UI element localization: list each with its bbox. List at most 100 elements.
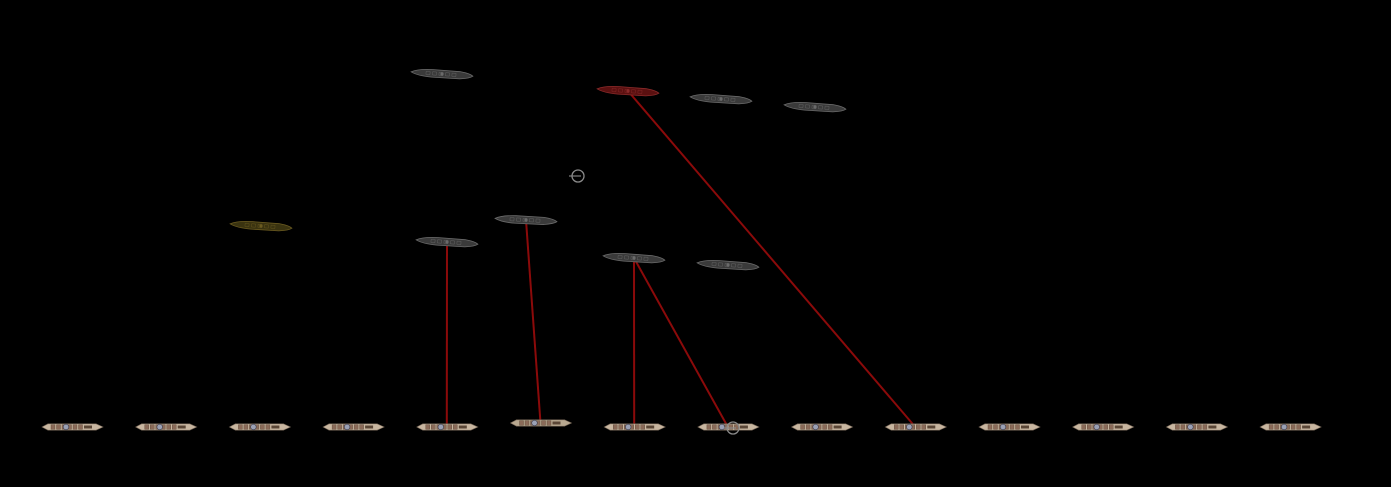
deck-segment — [631, 89, 636, 94]
deck-segment — [331, 424, 337, 430]
player-ship[interactable] — [978, 423, 1041, 431]
deck-segment — [1108, 424, 1114, 430]
enemy-ship[interactable] — [602, 252, 666, 264]
enemy-ship[interactable] — [696, 259, 760, 271]
deck-segment — [425, 424, 430, 430]
deck-segment — [509, 217, 515, 222]
ship-bow-detail — [84, 425, 92, 429]
deck-segment — [432, 71, 437, 76]
deck-segment — [1202, 424, 1208, 430]
turret-icon — [626, 89, 630, 93]
deck-segment — [737, 263, 743, 268]
enemy-ship[interactable] — [415, 236, 479, 248]
deck-segment — [805, 424, 811, 430]
player-ship[interactable] — [884, 423, 948, 431]
player-ship[interactable] — [228, 423, 292, 431]
deck-segment — [1175, 424, 1180, 430]
deck-segment — [916, 424, 921, 430]
deck-segment — [717, 96, 723, 101]
deck-segment — [353, 424, 359, 430]
deck-segment — [899, 424, 904, 430]
turret-icon — [156, 423, 163, 431]
deck-segment — [431, 424, 436, 430]
deck-segment — [541, 420, 546, 426]
deck-segment — [624, 255, 629, 260]
turret-icon — [344, 423, 351, 431]
player-ship[interactable] — [41, 423, 104, 431]
deck-segment — [618, 88, 623, 93]
player-ship[interactable] — [603, 423, 666, 431]
deck-segment — [244, 223, 250, 227]
deck-segment — [359, 424, 364, 430]
player-ship[interactable] — [416, 423, 479, 431]
deck-segment — [1268, 424, 1274, 430]
deck-segment — [1290, 424, 1296, 430]
deck-segment — [430, 239, 436, 243]
deck-segment — [611, 88, 617, 92]
turret-icon — [632, 256, 636, 260]
player-ship[interactable] — [509, 419, 573, 427]
deck-segment — [798, 104, 804, 108]
player-ship[interactable] — [1072, 423, 1135, 431]
crosshair-reticle-icon — [569, 169, 585, 183]
deck-segment — [618, 424, 623, 430]
deck-segment — [637, 256, 642, 261]
crosshair-reticle-icon — [724, 421, 740, 435]
deck-segment — [337, 424, 342, 430]
deck-segment — [437, 239, 442, 244]
player-ship[interactable] — [135, 423, 198, 431]
deck-segment — [456, 240, 462, 245]
deck-segment — [243, 424, 249, 430]
turret-icon — [719, 97, 723, 101]
deck-segment — [270, 224, 276, 229]
enemy-ship[interactable] — [596, 85, 660, 97]
deck-segment — [1274, 424, 1279, 430]
deck-segment — [144, 424, 149, 430]
deck-segment — [724, 262, 730, 267]
deck-segment — [731, 263, 736, 268]
player-ship[interactable] — [1259, 423, 1322, 431]
player-ship[interactable] — [1165, 423, 1229, 431]
deck-segment — [453, 424, 458, 430]
ship-bow-detail — [1021, 425, 1029, 429]
enemy-ship[interactable] — [229, 220, 293, 232]
deck-segment — [728, 424, 734, 430]
deck-segment — [425, 71, 431, 75]
turret-icon — [437, 423, 444, 431]
fire-lines-layer — [445, 90, 917, 428]
turret-icon — [999, 423, 1007, 431]
deck-segment — [640, 424, 645, 430]
ship-bow-detail — [833, 425, 842, 429]
deck-segment — [706, 424, 712, 430]
enemy-ship[interactable] — [783, 101, 847, 113]
deck-segment — [818, 105, 823, 110]
turret-icon — [1093, 423, 1100, 431]
player-ship[interactable] — [322, 423, 385, 431]
deck-segment — [624, 88, 630, 93]
ship-bow-detail — [1208, 425, 1217, 429]
deck-segment — [78, 424, 83, 430]
deck-segment — [921, 424, 926, 430]
ship-bow-detail — [646, 425, 655, 429]
deck-segment — [643, 256, 649, 261]
turret-icon — [445, 240, 449, 244]
enemy-ship[interactable] — [494, 215, 558, 226]
player-ship[interactable] — [790, 423, 854, 431]
turret-icon — [812, 423, 819, 431]
deck-segment — [1197, 424, 1202, 430]
deck-segment — [718, 262, 723, 267]
deck-segment — [535, 218, 541, 223]
deck-segment — [724, 97, 729, 102]
enemy-ship[interactable] — [689, 93, 753, 105]
enemy-fleet — [229, 68, 847, 271]
deck-segment — [443, 239, 449, 244]
deck-segment — [149, 424, 155, 430]
deck-segment — [171, 424, 177, 430]
deck-segment — [447, 424, 452, 430]
fire-line — [633, 257, 729, 428]
ship-bow-detail — [927, 425, 936, 429]
enemy-ship[interactable] — [410, 68, 474, 80]
deck-segment — [730, 97, 736, 102]
deck-segment — [238, 424, 243, 430]
